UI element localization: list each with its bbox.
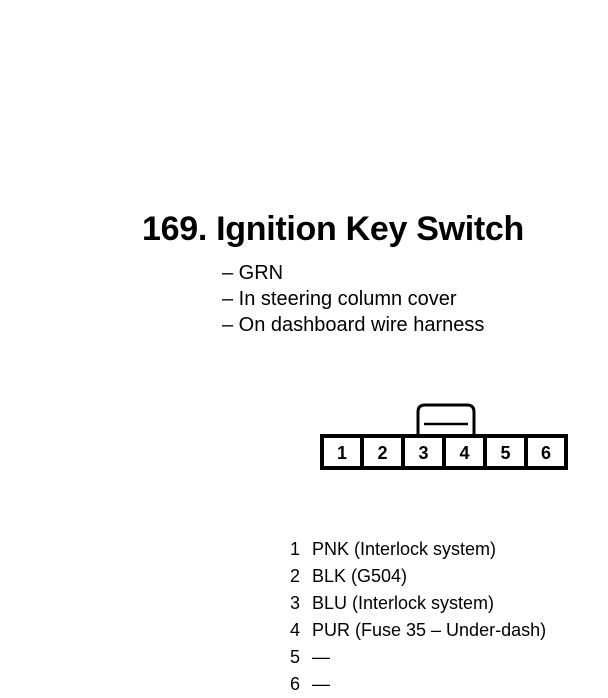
- pin-number: 6: [290, 674, 301, 694]
- pin-number: 3: [290, 593, 301, 613]
- pin-description: —: [312, 647, 330, 667]
- component-notes: – GRN – In steering column cover – On da…: [222, 260, 484, 338]
- pin-number: 5: [290, 647, 301, 667]
- connector-pin-2: 2: [377, 443, 387, 463]
- note-color: – GRN: [222, 262, 284, 284]
- pin-number: 1: [290, 539, 301, 559]
- connector-pin-5: 5: [500, 443, 510, 463]
- note-harness: – On dashboard wire harness: [222, 314, 485, 336]
- connector-pin-3: 3: [418, 443, 428, 463]
- list-item: 6—: [290, 671, 546, 698]
- connector-lock-tab: [416, 403, 476, 436]
- list-item: 4 PUR (Fuse 35 – Under-dash): [290, 617, 546, 644]
- list-item: 3 BLU (Interlock system): [290, 590, 546, 617]
- pin-description: PNK (Interlock system): [312, 539, 497, 559]
- pin-number: 2: [290, 566, 301, 586]
- pin-description: PUR (Fuse 35 – Under-dash): [312, 620, 547, 640]
- connector-diagram: 1 2 3 4 5 6: [318, 402, 570, 477]
- pin-description: BLK (G504): [312, 566, 408, 586]
- connector-pin-6: 6: [541, 443, 551, 463]
- connector-face-svg: 1 2 3 4 5 6: [320, 403, 568, 470]
- list-item: 2 BLK (G504): [290, 563, 546, 590]
- list-item: 1 PNK (Interlock system): [290, 536, 546, 563]
- list-item: 5—: [290, 644, 546, 671]
- pin-description: —: [312, 674, 330, 694]
- note-location: – In steering column cover: [222, 288, 457, 310]
- connector-pin-1: 1: [337, 443, 347, 463]
- pin-assignment-list: 1 PNK (Interlock system) 2 BLK (G504) 3 BLU…: [290, 536, 546, 698]
- connector-pin-4: 4: [459, 443, 469, 463]
- page-title: 169. Ignition Key Switch: [142, 210, 524, 248]
- pin-description: BLU (Interlock system): [312, 593, 495, 613]
- pin-number: 4: [290, 620, 301, 640]
